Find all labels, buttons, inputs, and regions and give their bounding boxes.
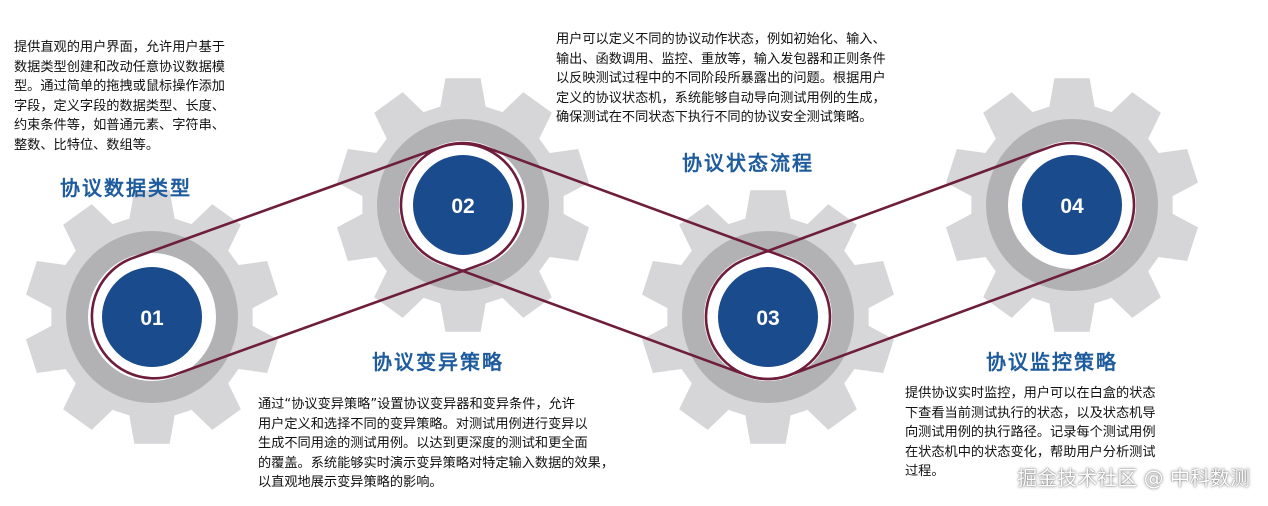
stage-1-line: 字段，定义字段的数据类型、长度、 [14, 98, 225, 114]
stage-1-description: 提供直观的用户界面，允许用户基于 数据类型创建和改动任意协议数据模 型。通过简单… [14, 38, 225, 156]
stage-4-description: 提供协议实时监控，用户可以在白盒的状态 下查看当前测试执行的状态，以及状态机导 … [905, 384, 1156, 482]
stage-1-title: 协议数据类型 [60, 176, 192, 200]
stage-1-line: 提供直观的用户界面，允许用户基于 [14, 40, 225, 55]
gear-2-number: 02 [451, 195, 474, 218]
stage-3-line: 以反映测试过程中的不同阶段所暴露出的问题。根据用户 [556, 71, 886, 87]
stage-3-line: 确保测试在不同状态下执行不同的协议安全测试策略。 [556, 110, 873, 126]
belt-loop-2 [399, 141, 832, 381]
gear-center [718, 267, 818, 367]
stage-3-line: 用户可以定义不同的协议动作状态，例如初始化、输入、 [556, 32, 886, 47]
belt-loops [90, 141, 1136, 381]
stage-4-line: 下查看当前测试执行的状态，以及状态机导 [905, 405, 1156, 421]
stage-4-line: 提供协议实时监控，用户可以在白盒的状态 [905, 386, 1156, 401]
stage-4-line: 在状态机中的状态变化，帮助用户分析测试 [905, 444, 1156, 460]
gear-3-number: 03 [756, 307, 779, 330]
gear-4-number: 04 [1060, 195, 1084, 218]
stage-1-line: 数据类型创建和改动任意协议数据模 [14, 59, 225, 75]
gear-center [102, 267, 202, 367]
stage-3-title: 协议状态流程 [682, 151, 814, 175]
gear-3 [642, 190, 894, 444]
stage-1-line: 型。通过简单的拖拽或鼠标操作添加 [14, 79, 225, 95]
gear-4 [946, 78, 1198, 332]
stage-2-line: 生成不同用途的测试用例。以达到更深度的测试和更全面 [258, 436, 588, 452]
stage-2-line: 的覆盖。系统能够实时演示变异策略对特定输入数据的效果， [258, 455, 615, 471]
gear-number-labels: 01 02 03 04 [140, 195, 1084, 330]
stage-2-line: 用户定义和选择不同的变异策略。对测试用例进行变异以 [258, 416, 588, 432]
stage-4-line: 过程。 [905, 464, 945, 480]
stage-1-line: 整数、比特位、数组等。 [14, 137, 160, 153]
stage-3-description: 用户可以定义不同的协议动作状态，例如初始化、输入、 输出、函数调用、监控、重放等… [556, 30, 886, 128]
stage-3-line: 输出、函数调用、监控、重放等，输入发包器和正则条件 [556, 51, 886, 67]
stage-2-description: 通过“协议变异策略”设置协议变异器和变异条件，允许 用户定义和选择不同的变异策略… [258, 395, 614, 493]
watermark-text: 掘金技术社区 @ 中科数测 [1017, 466, 1250, 490]
stage-4-title: 协议监控策略 [986, 350, 1118, 374]
stage-2-line: 通过“协议变异策略”设置协议变异器和变异条件，允许 [258, 397, 575, 412]
belt-loop-3 [704, 141, 1136, 381]
stage-4-line: 向测试用例的执行路径。记录每个测试用例 [905, 425, 1156, 441]
gear-center [1022, 155, 1122, 255]
stage-2-line: 以直观地展示变异策略的影响。 [258, 475, 443, 491]
gears-layer [26, 78, 1198, 444]
stage-2-title: 协议变异策略 [372, 350, 504, 374]
stage-3-line: 定义的协议状态机，系统能够自动导向测试用例的生成， [556, 90, 886, 106]
gear-1-number: 01 [140, 307, 164, 330]
gear-center [413, 155, 513, 255]
stage-1-line: 约束条件等，如普通元素、字符串、 [14, 118, 225, 134]
